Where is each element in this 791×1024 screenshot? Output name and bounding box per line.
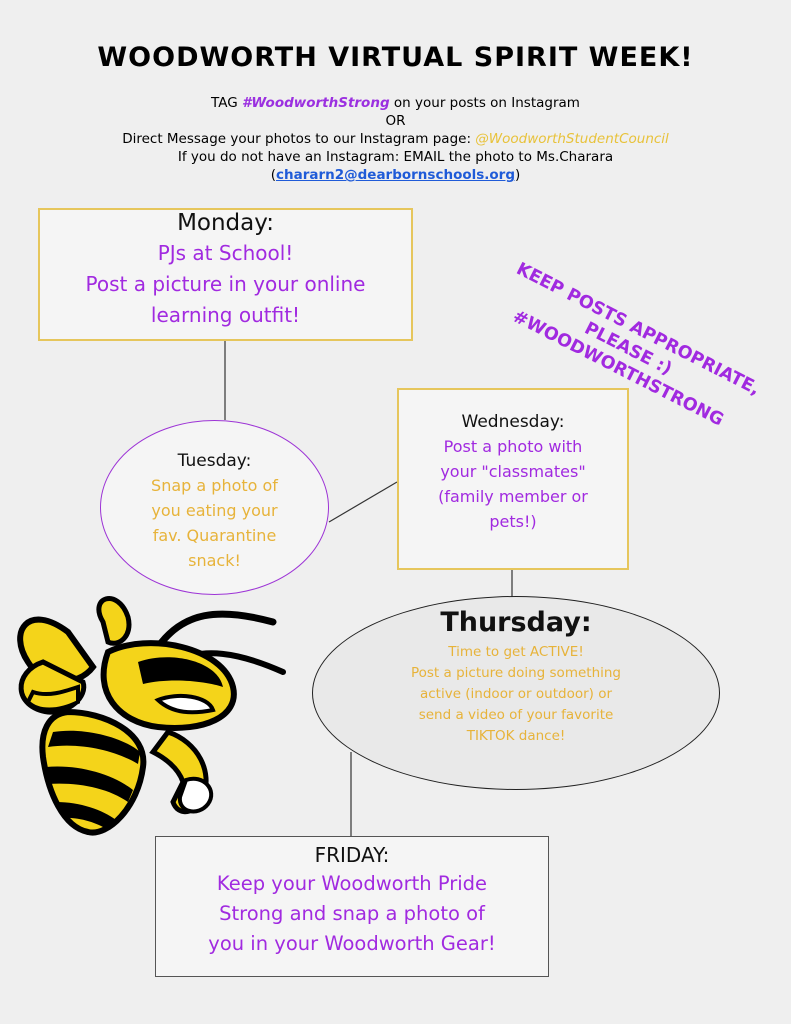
tuesday-heading: Tuesday: bbox=[177, 451, 252, 471]
stripe-2 bbox=[46, 766, 133, 802]
thursday-line: active (indoor or outdoor) or bbox=[419, 686, 613, 702]
thursday-line: send a video of your favorite bbox=[418, 707, 614, 723]
tuesday-text: Snap a photo of you eating your fav. Qua… bbox=[101, 473, 328, 573]
monday-line: learning outfit! bbox=[150, 303, 301, 327]
instructions-line-3: Direct Message your photos to our Instag… bbox=[0, 130, 791, 148]
tuesday-line: you eating your bbox=[151, 501, 278, 520]
thursday-line: Post a picture doing something bbox=[410, 665, 621, 681]
wednesday-line: (family member or bbox=[438, 487, 588, 506]
hashtag-link[interactable]: #WoodworthStrong bbox=[242, 95, 390, 111]
dm-label: Direct Message your photos to our Instag… bbox=[122, 131, 476, 147]
instagram-handle-link[interactable]: @WoodworthStudentCouncil bbox=[475, 131, 669, 147]
wednesday-line: your "classmates" bbox=[440, 462, 586, 481]
thursday-line: Time to get ACTIVE! bbox=[448, 644, 584, 660]
paren-open: ( bbox=[270, 167, 276, 183]
friday-text: Keep your Woodworth Pride Strong and sna… bbox=[156, 869, 548, 959]
monday-box: Monday: PJs at School! Post a picture in… bbox=[38, 208, 413, 341]
friday-line: Strong and snap a photo of bbox=[219, 902, 485, 925]
page-title: WOODWORTH VIRTUAL SPIRIT WEEK! bbox=[97, 42, 694, 73]
friday-box: FRIDAY: Keep your Woodworth Pride Strong… bbox=[155, 836, 549, 977]
friday-heading: FRIDAY: bbox=[314, 843, 390, 867]
monday-line: Post a picture in your online bbox=[85, 272, 366, 296]
glove-right bbox=[177, 776, 214, 814]
thursday-text: Time to get ACTIVE! Post a picture doing… bbox=[313, 642, 719, 747]
instructions-line-1: TAG #WoodworthStrong on your posts on In… bbox=[0, 94, 791, 112]
eye-band bbox=[138, 657, 223, 687]
instructions-line-5: (chararn2@dearbornschools.org) bbox=[0, 166, 791, 184]
yellow-jacket-bee-icon bbox=[17, 596, 286, 836]
wednesday-box: Wednesday: Post a photo with your "class… bbox=[397, 388, 629, 570]
thursday-heading: Thursday: bbox=[440, 607, 592, 638]
tag-label: TAG bbox=[211, 95, 242, 111]
thursday-bubble: Thursday: Time to get ACTIVE! Post a pic… bbox=[312, 596, 720, 790]
paren-close: ) bbox=[515, 167, 521, 183]
antenna-1 bbox=[154, 610, 277, 651]
stripe-1 bbox=[48, 730, 140, 764]
tuesday-line: Snap a photo of bbox=[151, 476, 278, 495]
email-link[interactable]: chararn2@dearbornschools.org bbox=[275, 167, 516, 183]
wednesday-line: pets!) bbox=[489, 512, 537, 531]
wednesday-text: Post a photo with your "classmates" (fam… bbox=[399, 434, 627, 534]
friday-line: you in your Woodworth Gear! bbox=[208, 932, 496, 955]
arm-left bbox=[25, 684, 80, 712]
instructions-line-2: OR bbox=[385, 113, 406, 129]
wednesday-heading: Wednesday: bbox=[461, 412, 565, 432]
monday-line: PJs at School! bbox=[157, 241, 294, 265]
mouth bbox=[154, 693, 216, 715]
friday-line: Keep your Woodworth Pride bbox=[216, 872, 488, 895]
tuesday-line: fav. Quarantine bbox=[152, 526, 277, 545]
instructions: TAG #WoodworthStrong on your posts on In… bbox=[0, 94, 791, 184]
instructions-line-4: If you do not have an Instagram: EMAIL t… bbox=[177, 149, 614, 165]
tuesday-bubble: Tuesday: Snap a photo of you eating your… bbox=[100, 420, 329, 595]
connector-tuesday-wednesday bbox=[328, 481, 398, 523]
thursday-line: TIKTOK dance! bbox=[466, 728, 566, 744]
tuesday-line: snack! bbox=[188, 551, 241, 570]
wednesday-line: Post a photo with bbox=[443, 437, 583, 456]
monday-heading: Monday: bbox=[177, 210, 274, 236]
tag-suffix: on your posts on Instagram bbox=[389, 95, 580, 111]
stripe-3 bbox=[56, 802, 116, 830]
wing-top bbox=[96, 596, 132, 646]
monday-text: PJs at School! Post a picture in your on… bbox=[40, 238, 411, 331]
